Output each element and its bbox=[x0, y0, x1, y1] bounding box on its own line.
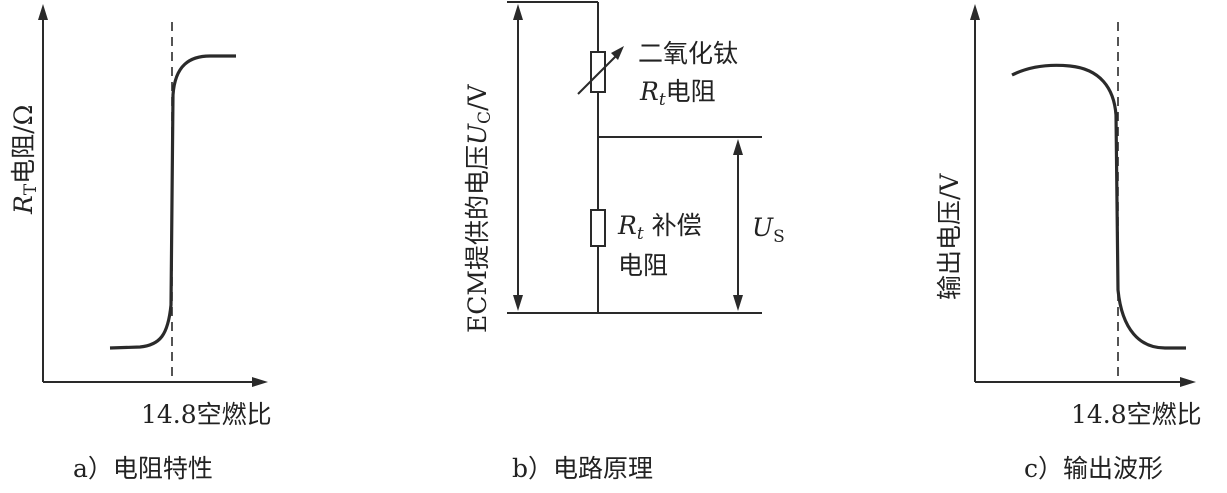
panel-a-y-axis-label: RT电阻/Ω bbox=[9, 105, 41, 215]
panel-b-compensation-resistor bbox=[590, 209, 606, 247]
panel-a-x-axis-label: 14.8空燃比 bbox=[141, 400, 272, 429]
panel-b-variable-arrow-shaft bbox=[577, 51, 621, 95]
panel-b-us-arrowhead-bottom bbox=[733, 295, 743, 311]
panel-b-sensor-label-line2: Rt电阻 bbox=[639, 77, 716, 110]
panel-c-caption: c）输出波形 bbox=[1024, 454, 1163, 483]
panel-b-comp-label-line1: Rt 补偿 bbox=[617, 211, 702, 244]
panel-a-resistance-characteristic: RT电阻/Ω 14.8空燃比 a）电阻特性 bbox=[9, 4, 272, 483]
panel-b-circuit-principle: 二氧化钛 Rt电阻 Rt 补偿 电阻 US ECM提供的电压UC/V b）电路原… bbox=[463, 1, 785, 483]
panel-b-variable-arrowhead bbox=[611, 46, 624, 60]
panel-c-x-axis-arrowhead bbox=[1180, 377, 1196, 387]
panel-b-tio2-variable-resistor bbox=[590, 51, 606, 93]
panel-c-output-waveform: 输出电压/V 14.8空燃比 c）输出波形 bbox=[935, 4, 1202, 483]
panel-b-uc-arrowhead-top bbox=[513, 4, 523, 20]
panel-b-uc-label: ECM提供的电压UC/V bbox=[463, 83, 495, 333]
panel-a-x-axis-arrowhead bbox=[252, 377, 268, 387]
panel-a-caption: a）电阻特性 bbox=[73, 454, 213, 483]
panel-b-comp-label-line2: 电阻 bbox=[618, 251, 668, 280]
panel-a-y-axis-arrowhead bbox=[38, 4, 48, 20]
panel-c-y-axis-arrowhead bbox=[970, 4, 980, 20]
panel-a-resistance-curve bbox=[109, 54, 236, 350]
panel-b-sensor-label-line1: 二氧化钛 bbox=[638, 39, 738, 68]
panel-c-output-voltage-curve bbox=[1011, 63, 1186, 350]
panel-c-y-axis-label: 输出电压/V bbox=[935, 173, 964, 300]
panel-b-caption: b）电路原理 bbox=[512, 454, 653, 483]
panel-b-uc-arrowhead-bottom bbox=[513, 295, 523, 311]
panel-c-x-axis-label: 14.8空燃比 bbox=[1071, 400, 1202, 429]
panel-b-us-arrowhead-top bbox=[733, 139, 743, 155]
panel-b-us-label: US bbox=[752, 213, 785, 247]
